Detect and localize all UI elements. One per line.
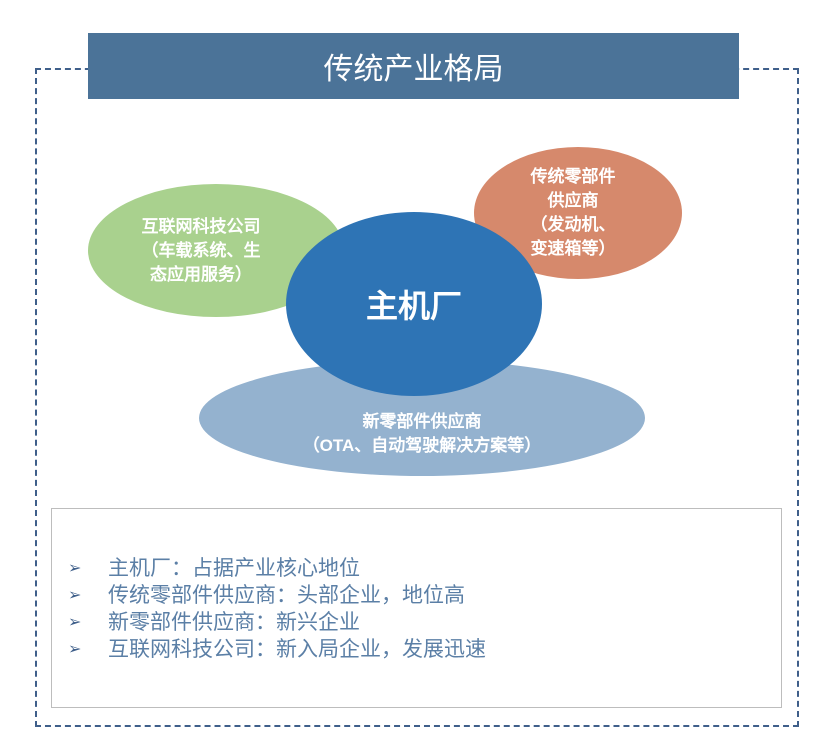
list-item: ➢新零部件供应商：新兴企业: [68, 611, 360, 634]
arrow-bullet-icon: ➢: [68, 614, 82, 631]
summary-list: ➢主机厂：占据产业核心地位 ➢传统零部件供应商：头部企业，地位高 ➢新零部件供应…: [68, 555, 486, 663]
arrow-bullet-icon: ➢: [68, 587, 82, 604]
summary-box: [51, 508, 782, 708]
arrow-bullet-icon: ➢: [68, 641, 82, 658]
list-item: ➢传统零部件供应商：头部企业，地位高: [68, 584, 465, 607]
diagram-title: 传统产业格局: [88, 33, 739, 99]
oem-node: 主机厂: [286, 212, 542, 396]
list-item: ➢主机厂：占据产业核心地位: [68, 557, 360, 580]
arrow-bullet-icon: ➢: [68, 560, 82, 577]
list-item: ➢互联网科技公司：新入局企业，发展迅速: [68, 638, 486, 661]
